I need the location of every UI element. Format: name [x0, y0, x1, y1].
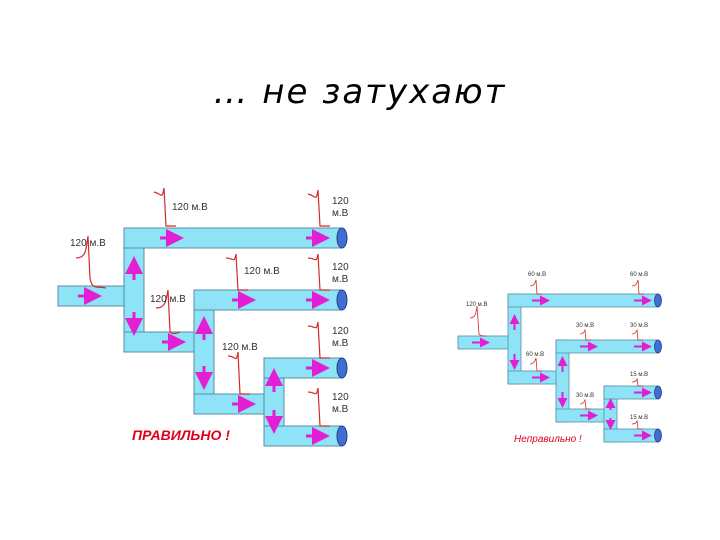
pipe-end-mid: [336, 289, 348, 311]
label-low-out-a: 120: [332, 326, 349, 337]
label-top-out-b: м.В: [332, 208, 349, 219]
label-input: 120 м.В: [70, 238, 106, 249]
signal-spike: [307, 387, 330, 427]
signal-spike: [631, 279, 644, 295]
caption-correct: ПРАВИЛЬНО !: [132, 427, 230, 443]
label-mid-split: 120 м.В: [150, 294, 186, 305]
signal-spike: [155, 289, 181, 335]
signal-spike: [529, 279, 542, 295]
label-low-out: 15 м.В: [630, 372, 648, 378]
pipe-end-bottom: [336, 425, 348, 447]
signal-spike: [469, 305, 487, 337]
label-low-out-b: м.В: [332, 338, 349, 349]
label-bottom-out-a: 120: [332, 392, 349, 403]
pipe-end-top: [336, 227, 348, 249]
label-bottom-out: 15 м.В: [630, 415, 648, 421]
label-mid-split: 60 м.В: [526, 352, 544, 358]
label-top-out-a: 120: [332, 196, 349, 207]
signal-spike: [631, 419, 643, 430]
incorrect-diagram: 120 м.В 60 м.В 60 м.В 60 м.В 30 м.В 30 м…: [457, 272, 662, 445]
label-low-split: 30 м.В: [576, 393, 594, 399]
pipe-end-low: [654, 385, 662, 400]
label-mid-out: 30 м.В: [630, 323, 648, 329]
label-mid-out-a: 120: [332, 262, 349, 273]
signal-spike: [75, 235, 107, 289]
caption-incorrect: Неправильно !: [514, 434, 582, 445]
signal-spike: [307, 253, 330, 291]
label-top-out: 60 м.В: [630, 272, 648, 278]
signal-spike: [631, 328, 643, 341]
label-top-branch: 120 м.В: [172, 202, 208, 213]
pipe-end-mid: [654, 339, 662, 354]
signal-spike: [307, 321, 330, 359]
slide-title: … не затухают: [213, 72, 507, 112]
signal-spike: [631, 377, 643, 387]
signal-spike: [579, 398, 591, 410]
pipe-end-low: [336, 357, 348, 379]
pipe-end-bottom: [654, 428, 662, 443]
signal-spike: [227, 351, 250, 395]
signal-spike: [225, 253, 248, 291]
label-mid-branch: 120 м.В: [244, 266, 280, 277]
label-input: 120 м.В: [466, 302, 487, 308]
label-top-branch: 60 м.В: [528, 272, 546, 278]
label-bottom-out-b: м.В: [332, 404, 349, 415]
pipe-end-top: [654, 293, 662, 308]
label-mid-out-b: м.В: [332, 274, 349, 285]
signal-spike: [579, 328, 591, 341]
signal-spike: [529, 357, 542, 372]
signal-spike: [153, 187, 176, 227]
correct-diagram: 120 м.В 120 м.В 120 м.В 120 м.В 120 м.В …: [57, 187, 349, 447]
label-mid-branch: 30 м.В: [576, 323, 594, 329]
signal-spike: [307, 189, 330, 227]
label-low-branch: 120 м.В: [222, 342, 258, 353]
